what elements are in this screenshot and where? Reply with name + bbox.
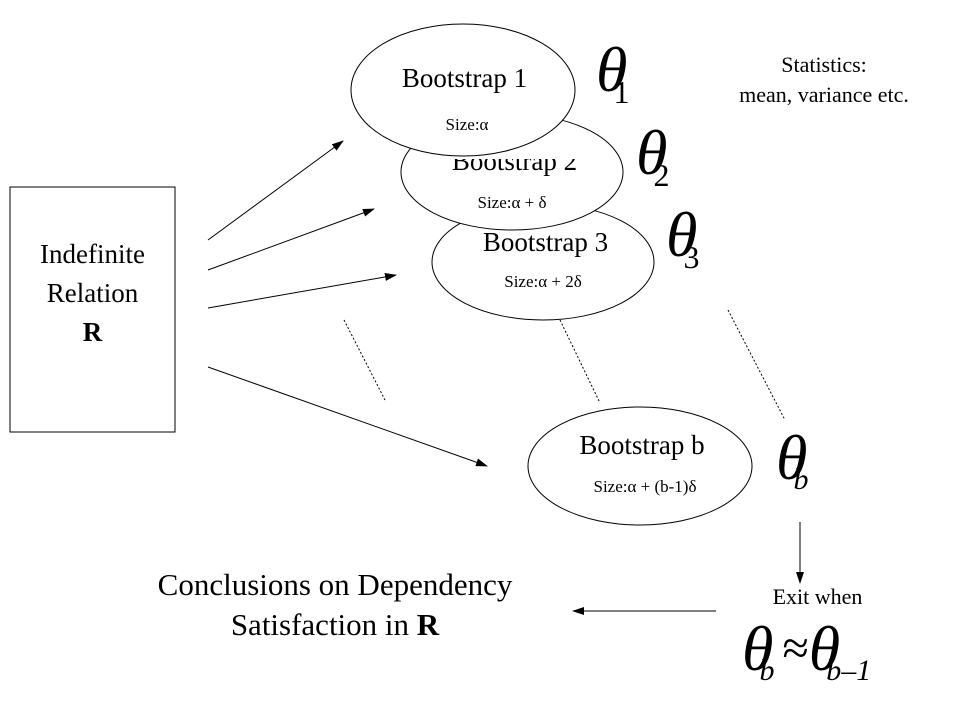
ellipsis-dots-middle <box>559 319 601 404</box>
theta-2-symbol: θ <box>636 117 668 188</box>
ellipsis-dots-right <box>727 309 786 421</box>
arrow-to-bootstrap-1 <box>207 140 344 241</box>
bootstrap-b-label: Bootstrap b <box>579 430 705 460</box>
theta-2: θ2 <box>636 118 683 198</box>
statistics-note: Statistics: mean, variance etc. <box>708 50 940 110</box>
conclusion-line-2: Satisfaction in R <box>100 605 570 645</box>
relation-line-1: Indefinite <box>40 239 145 269</box>
bootstrap-2-label: Bootstrap 2 <box>451 146 578 176</box>
theta-3-subscript: 3 <box>683 239 700 275</box>
relation-line-3: R <box>82 317 103 347</box>
theta-1-symbol: θ <box>596 34 628 105</box>
relation-label: Indefinite Relation R <box>10 235 175 352</box>
bootstrap-3-size: Size:α + 2δ <box>504 272 582 291</box>
theta-2-subscript: 2 <box>653 157 670 193</box>
relation-line-2: Relation <box>46 278 139 308</box>
bootstrap-3-label: Bootstrap 3 <box>482 227 609 257</box>
conclusion-line-2-text: Satisfaction in <box>230 607 417 642</box>
bootstrap-b-size: Size:α + (b-1)δ <box>593 477 697 496</box>
theta-3-symbol: θ <box>666 199 698 270</box>
bootstrap-1-size: Size:α <box>445 115 489 134</box>
arrow-to-bootstrap-b <box>207 366 488 467</box>
theta-1-subscript: 1 <box>613 74 630 110</box>
bootstrap-b-ellipse <box>527 406 753 526</box>
exit-condition: θb≈θb–1 <box>742 614 891 696</box>
arrow-to-bootstrap-2 <box>207 208 375 271</box>
theta-b-symbol: θ <box>776 422 808 493</box>
theta-b-subscript: b <box>793 463 809 496</box>
theta-1: θ1 <box>596 35 643 115</box>
exit-theta-left: θ <box>742 613 774 684</box>
conclusion-text: Conclusions on Dependency Satisfaction i… <box>100 565 570 645</box>
exit-theta-right: θ <box>808 613 841 684</box>
arrow-to-bootstrap-3 <box>207 272 397 309</box>
theta-b: θb <box>776 423 822 505</box>
exit-subscript-right: b–1 <box>826 654 872 687</box>
exit-label: Exit when <box>772 584 863 609</box>
bootstrap-1-label: Bootstrap 1 <box>401 63 528 93</box>
statistics-line-1: Statistics: <box>781 52 867 77</box>
conclusion-relation-r: R <box>416 607 440 642</box>
bootstrap-2-size: Size:α + δ <box>477 193 547 212</box>
bootstrap-1-ellipse <box>350 23 576 157</box>
ellipsis-dots-left <box>343 319 386 401</box>
conclusion-line-1: Conclusions on Dependency <box>157 567 513 602</box>
approx-symbol: ≈ <box>782 622 809 675</box>
statistics-line-2: mean, variance etc. <box>739 82 909 107</box>
relation-box <box>9 186 176 433</box>
exit-subscript-left: b <box>759 654 775 687</box>
theta-3: θ3 <box>666 200 713 280</box>
